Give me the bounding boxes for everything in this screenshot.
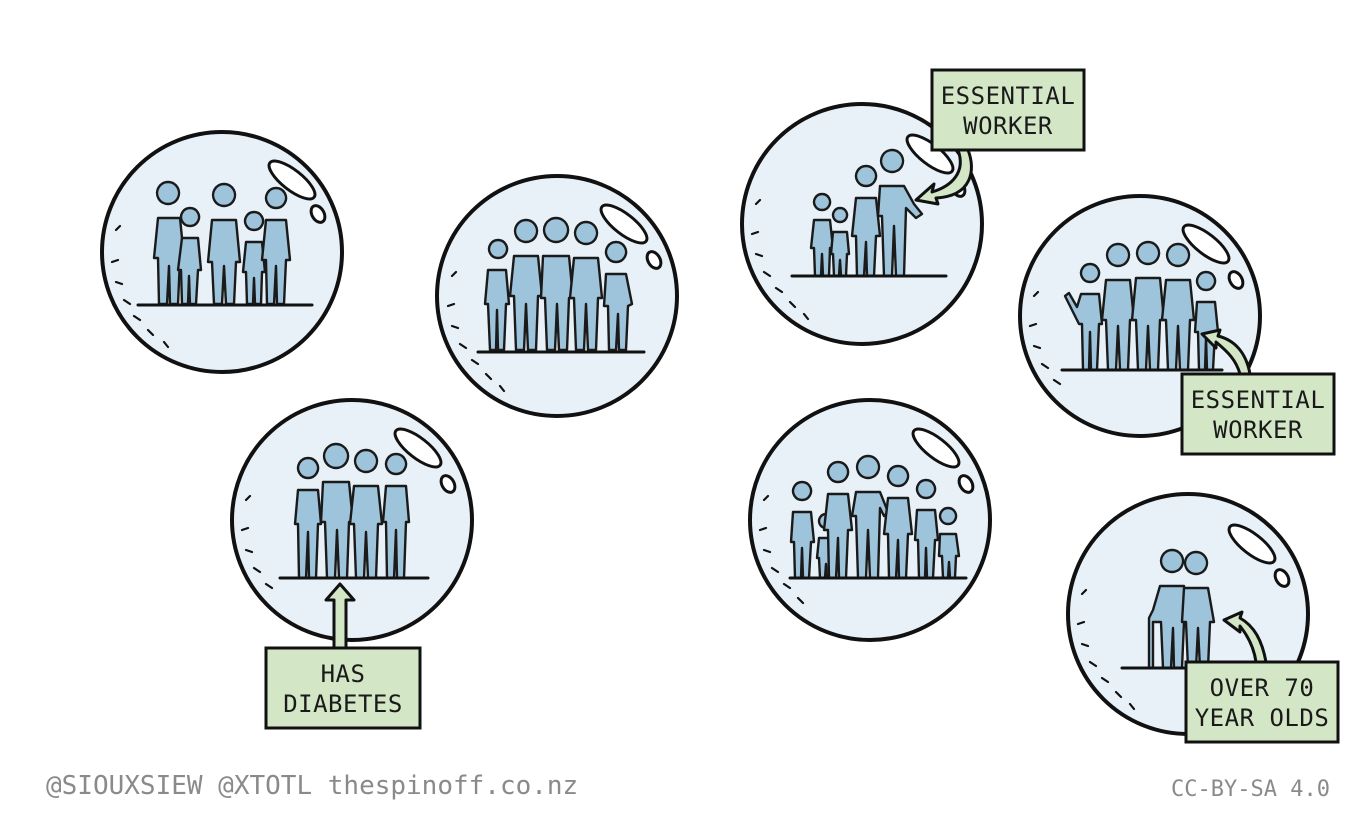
bubble-household-3 — [230, 398, 474, 642]
label-line-1: OVER 70 — [1210, 674, 1315, 702]
bubble-household-4 — [740, 102, 984, 346]
label-line-2: WORKER — [963, 112, 1053, 140]
bubble-household-1 — [100, 130, 344, 374]
bubble-household-5 — [748, 398, 992, 642]
elderly-couple-figures — [1147, 548, 1216, 670]
label-line-1: HAS — [321, 660, 366, 688]
label-has-diabetes: HAS DIABETES — [264, 582, 422, 730]
label-line-1: ESSENTIAL — [941, 82, 1076, 110]
label-essential-worker-top: ESSENTIAL WORKER — [914, 68, 1086, 206]
label-line-2: DIABETES — [283, 690, 403, 718]
family-figures — [152, 180, 292, 306]
label-essential-worker-right: ESSENTIAL WORKER — [1180, 328, 1336, 456]
bubble-household-2 — [435, 174, 679, 418]
label-over-70: OVER 70 YEAR OLDS — [1184, 610, 1340, 744]
label-line-1: ESSENTIAL — [1191, 386, 1326, 414]
family-figures — [789, 454, 961, 580]
author-credit: @SIOUXSIEW @XTOTL thespinoff.co.nz — [46, 771, 578, 801]
family-figures — [483, 216, 634, 352]
family-figures — [1063, 240, 1220, 372]
label-line-2: YEAR OLDS — [1195, 704, 1330, 732]
family-figures — [293, 442, 411, 580]
license-credit: CC-BY-SA 4.0 — [1171, 777, 1330, 802]
label-line-2: WORKER — [1213, 416, 1303, 444]
